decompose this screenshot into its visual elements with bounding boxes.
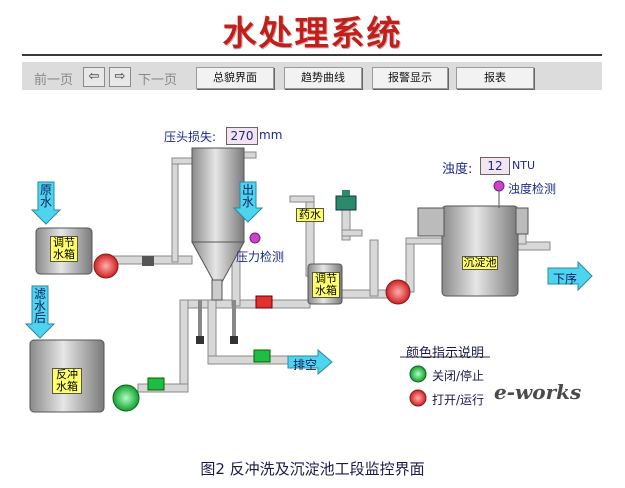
pipe-backwash-riser — [179, 299, 189, 391]
legend-red-label: 打开/运行 — [432, 393, 485, 407]
filtered-water-flag — [24, 285, 56, 339]
head-loss-value[interactable]: 270 — [226, 127, 258, 145]
legend-red-icon — [409, 389, 427, 407]
sediment-tank — [441, 205, 519, 297]
drain-label: 排空 — [292, 358, 317, 372]
adjust-tank-1-tag: 调节水箱 — [50, 236, 78, 262]
next-process-label: 下序 — [552, 272, 577, 286]
backwash-valve-icon — [147, 377, 165, 391]
outlet-flag-label: 出水 — [241, 183, 254, 209]
transfer-pump-icon — [385, 279, 411, 305]
drain-arrow — [287, 348, 333, 376]
legend-green-icon — [409, 365, 427, 383]
turbidity-label: 浊度: — [442, 162, 473, 177]
sediment-weir-left — [417, 207, 445, 237]
watermark-logo: e-works — [494, 380, 582, 404]
prev-page-label[interactable]: 前一页 — [34, 73, 74, 88]
pressure-detect-label: 压力检测 — [236, 250, 285, 264]
raw-water-pump-icon — [93, 253, 119, 279]
title-divider — [22, 54, 602, 56]
next-arrow-button[interactable]: ⇨ — [109, 67, 131, 87]
pipe-drain — [207, 355, 289, 365]
filter-outlet-valve-icon — [255, 295, 273, 309]
pipe-filter-inlet-vertical — [171, 161, 179, 263]
raw-water-flag — [30, 181, 62, 225]
adjust-tank-2-tag: 调节水箱 — [312, 272, 340, 298]
next-process-arrow — [547, 260, 593, 292]
trend-curve-button[interactable]: 趋势曲线 — [284, 67, 362, 89]
alarm-display-button[interactable]: 报警显示 — [372, 67, 448, 89]
filter-column — [191, 147, 245, 344]
figure-caption: 图2 反冲洗及沉淀池工段监控界面 — [200, 460, 425, 478]
app-title: 水处理系统 — [222, 14, 403, 54]
prev-arrow-button[interactable]: ⇦ — [83, 67, 105, 87]
report-button[interactable]: 报表 — [456, 67, 534, 89]
raw-water-flag-label: 原水 — [39, 183, 52, 209]
backwash-tank-tag: 反冲水箱 — [52, 368, 82, 394]
head-loss-label: 压头损失: — [164, 130, 217, 144]
pipe-drain-vertical — [207, 299, 217, 363]
pipes — [111, 151, 551, 393]
next-page-label[interactable]: 下一页 — [138, 73, 178, 88]
sediment-tank-tag: 沉淀池 — [462, 256, 498, 270]
pressure-indicator-icon — [249, 232, 261, 244]
pipe-sediment-feed — [405, 237, 447, 245]
pipe-valve-drop — [369, 239, 379, 297]
turbidity-detect-label: 浊度检测 — [508, 182, 557, 196]
dosing-control-valve-icon — [335, 190, 357, 211]
turbidity-unit: NTU — [512, 159, 535, 172]
turbidity-indicator-icon — [493, 180, 505, 192]
filtered-water-flag-label: 滤水后 — [33, 287, 46, 325]
outlet-flag — [232, 181, 264, 223]
pipe-valve-stub — [341, 229, 363, 237]
legend-green-label: 关闭/停止 — [432, 369, 485, 383]
overview-button[interactable]: 总貌界面 — [196, 67, 274, 89]
head-loss-unit: mm — [259, 128, 283, 142]
turbidity-value[interactable]: 12 — [480, 157, 510, 175]
pipe-dosing-top — [289, 195, 315, 203]
drain-valve-icon — [253, 349, 271, 363]
legend-title: 颜色指示说明 — [406, 346, 485, 361]
raw-inlet-valve-icon — [142, 256, 154, 266]
dosing-tag: 药水 — [296, 208, 324, 222]
backwash-pump-icon — [112, 384, 140, 412]
sediment-weir-right — [515, 207, 529, 235]
